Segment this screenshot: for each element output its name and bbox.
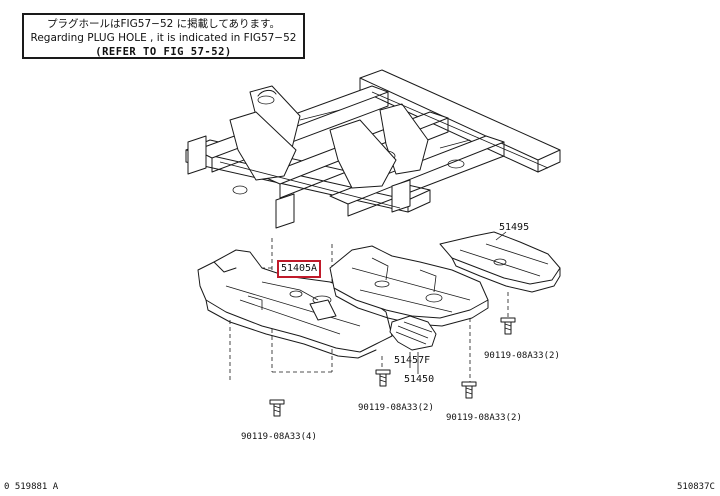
- frame-assembly: [185, 69, 561, 229]
- leader-lines: [409, 231, 507, 374]
- part-label-51405a-highlighted[interactable]: 51405A: [277, 260, 321, 278]
- under-cover-center: [329, 245, 489, 327]
- part-label-bolt-right-high[interactable]: 90119-08A33(2): [484, 351, 560, 361]
- part-label-bolt-right-low[interactable]: 90119-08A33(2): [446, 413, 522, 423]
- bracket-part: [389, 315, 437, 351]
- note-line-english: Regarding PLUG HOLE , it is indicated in…: [30, 32, 297, 44]
- bolt-mid: [375, 369, 391, 387]
- note-line-japanese: プラグホールはFIG57−52 に掲載してあります。: [47, 18, 280, 30]
- part-label-51450[interactable]: 51450: [404, 374, 435, 385]
- bolt-right-low: [461, 381, 477, 399]
- bolt-right-high: [500, 317, 516, 335]
- reference-note: プラグホールはFIG57−52 に掲載してあります。 Regarding PLU…: [22, 13, 305, 59]
- note-line-refer: (REFER TO FIG 57-52): [95, 46, 232, 58]
- footer-right-code: 510837C: [677, 482, 715, 492]
- part-label-51457f[interactable]: 51457F: [394, 355, 431, 366]
- part-label-bolt-left[interactable]: 90119-08A33(4): [241, 432, 317, 442]
- bolt-left: [269, 399, 285, 417]
- under-cover-rear: [439, 231, 561, 293]
- part-label-51495[interactable]: 51495: [499, 222, 530, 233]
- part-label-bolt-mid[interactable]: 90119-08A33(2): [358, 403, 434, 413]
- under-cover-front: [197, 249, 393, 359]
- footer-left-code: 0 519881 A: [4, 482, 59, 492]
